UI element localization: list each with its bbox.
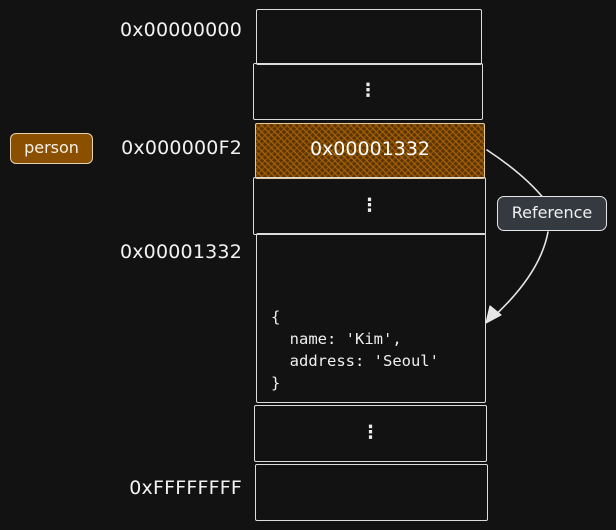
memory-cell-person-pointer: 0x00001332	[255, 123, 485, 179]
ellipsis-icon: ⋮	[359, 80, 377, 101]
reference-label: Reference	[511, 203, 593, 222]
object-literal: { name: 'Kim', address: 'Seoul' }	[271, 284, 439, 394]
object-close-brace: }	[271, 374, 281, 392]
person-tag-label: person	[24, 138, 79, 157]
person-variable-tag: person	[10, 133, 93, 164]
address-label-first: 0x00000000	[119, 19, 242, 41]
memory-cell-object: { name: 'Kim', address: 'Seoul' }	[256, 233, 486, 403]
ellipsis-icon: ⋮	[361, 422, 380, 443]
reference-label-box: Reference	[497, 196, 607, 231]
ellipsis-icon: ⋮	[360, 195, 379, 216]
address-label-last: 0xFFFFFFFF	[129, 477, 242, 499]
memory-cell-gap-3: ⋮	[254, 405, 487, 462]
object-open-brace: {	[271, 308, 281, 326]
address-label-object: 0x00001332	[119, 241, 242, 263]
memory-cell-gap-1: ⋮	[253, 63, 483, 120]
object-name-property: name: 'Kim',	[271, 330, 402, 348]
memory-cell-last	[255, 464, 488, 521]
object-address-property: address: 'Seoul'	[271, 352, 439, 370]
address-label-person-ref: 0x000000F2	[121, 137, 242, 159]
memory-cell-gap-2: ⋮	[253, 177, 486, 235]
pointer-value: 0x00001332	[309, 138, 431, 160]
memory-cell-first	[256, 9, 482, 65]
